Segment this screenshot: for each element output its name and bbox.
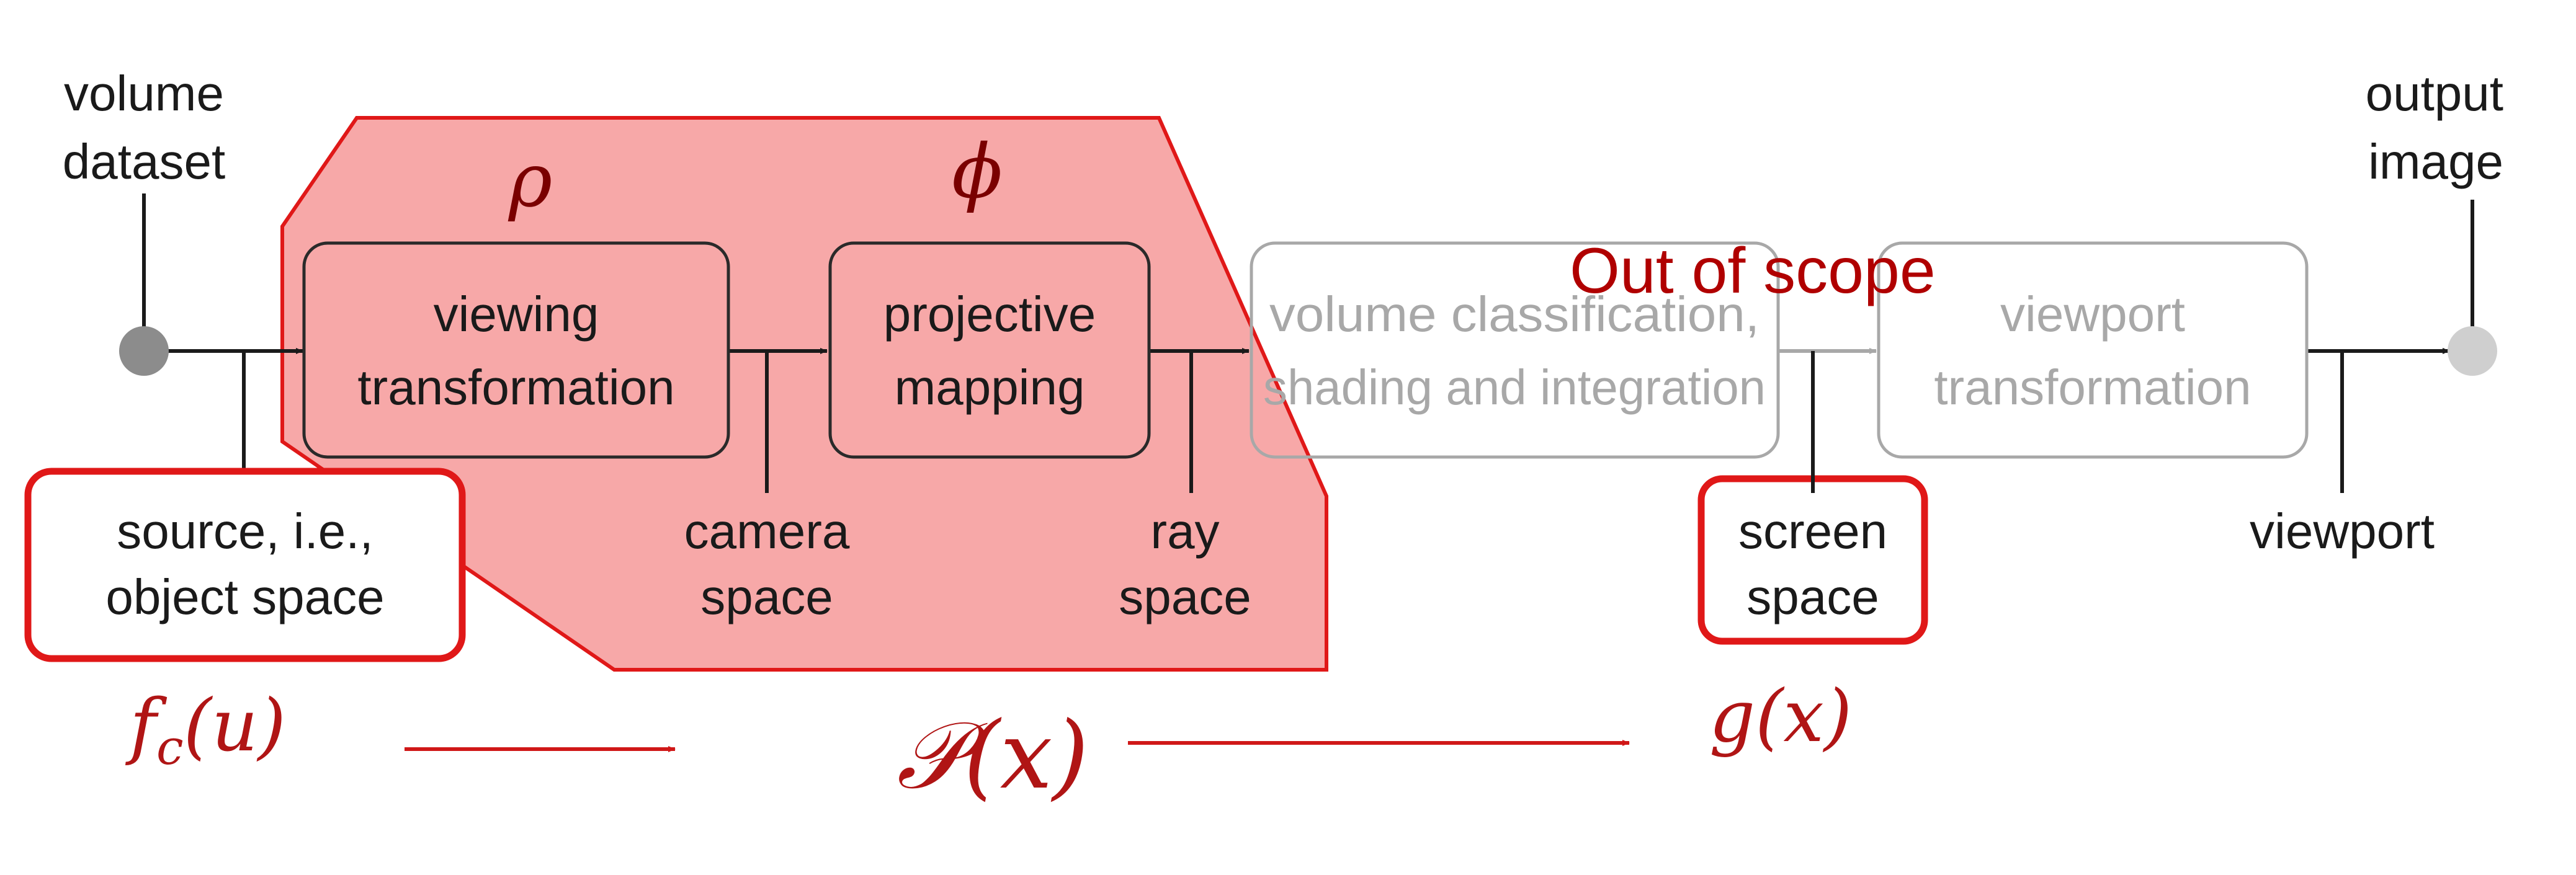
P-x-formula: 𝒫(x): [897, 702, 1089, 810]
ray-space-line1: ray: [1150, 504, 1219, 559]
stage-projective-mapping: [828, 241, 1151, 459]
input-node: [119, 326, 169, 376]
viewport-stage-label-line2: transformation: [1934, 360, 2251, 415]
viewport-label: viewport: [2250, 504, 2435, 559]
source-space-line1: source, i.e.,: [117, 504, 373, 559]
screen-space-line2: space: [1746, 569, 1879, 624]
in-scope-highlight-region: [280, 116, 1328, 672]
source-space-line2: object space: [105, 569, 384, 624]
source-space-highlight-box: [24, 468, 466, 662]
output-image-line1: output: [2366, 66, 2503, 121]
camera-space-line1: camera: [684, 504, 850, 559]
screen-space-line1: screen: [1738, 504, 1887, 559]
camera-space-line2: space: [700, 569, 833, 624]
stage-viewing-transformation: [302, 241, 730, 459]
stage-volume-classification: [1250, 241, 1780, 459]
output-image-line2: image: [2368, 134, 2503, 189]
output-node: [2448, 326, 2497, 376]
viewing-label-line2: transformation: [357, 360, 674, 415]
viewing-label-line1: viewing: [434, 286, 599, 342]
classification-label-line2: shading and integration: [1263, 360, 1766, 415]
projective-label-line2: mapping: [895, 360, 1085, 415]
projective-label-line1: projective: [883, 286, 1096, 342]
fc-u-formula: fc(u): [125, 684, 286, 776]
stage-viewport-transformation: [1877, 241, 2309, 459]
g-x-formula: g(x): [1709, 675, 1852, 758]
out-of-scope-label: Out of scope: [1570, 235, 1936, 307]
classification-label-line1: volume classification,: [1269, 286, 1760, 342]
volume-dataset-line1: volume: [64, 66, 224, 121]
ray-space-line2: space: [1119, 569, 1251, 624]
volume-dataset-line2: dataset: [63, 134, 225, 189]
phi-symbol: ϕ: [952, 129, 1003, 215]
rho-symbol: ρ: [508, 138, 553, 224]
viewport-stage-label-line1: viewport: [2000, 286, 2185, 342]
